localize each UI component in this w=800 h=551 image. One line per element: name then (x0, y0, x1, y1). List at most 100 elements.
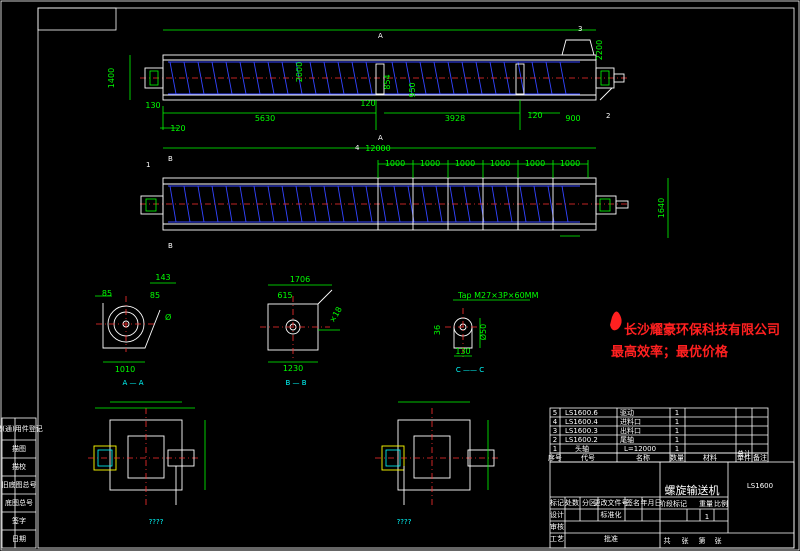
side-view: 12000 1000 1000 1000 1000 1000 1000 1640… (140, 144, 669, 250)
parts-row-no: 2 (553, 436, 557, 444)
tb-label-weight: 重量 (699, 500, 713, 508)
tb-label-process: 工艺 (550, 535, 564, 543)
left-strip-label-3: 描校 (12, 462, 26, 471)
dim-1000-5: 1000 (525, 159, 545, 168)
section-c-label: C —— C (456, 366, 484, 374)
tb-label-zone: 分区 (582, 498, 596, 507)
parts-row-name: 进料口 (620, 417, 641, 426)
dim-dia-a: Ø (165, 312, 171, 322)
parts-row-qty: 1 (675, 445, 679, 453)
callout-3: 3 (578, 25, 582, 33)
parts-row-code: 头轴 (575, 444, 589, 453)
dim-1000-3: 1000 (455, 159, 475, 168)
bottom-left-label: ???? (149, 518, 164, 526)
dim-120-c: 120 (527, 111, 542, 120)
tb-label-change-doc: 更改文件号 (594, 498, 629, 507)
dim-130-c: 130 (455, 347, 470, 356)
dim-5630: 5630 (255, 114, 275, 123)
parts-row-name: 出料口 (620, 426, 641, 435)
callout-4: 4 (355, 144, 360, 152)
dim-130: 130 (145, 101, 160, 110)
company-slogan: 最高效率；最优价格 (611, 344, 729, 360)
parts-row: 4 LS1600.4 进料口 1 (553, 417, 679, 426)
header-no: 序号 (548, 453, 562, 462)
dim-1230: 1230 (283, 364, 303, 373)
dim-1010: 1010 (115, 365, 135, 374)
dim-x18: ×18 (328, 305, 344, 324)
header-total: 总计 (737, 449, 751, 458)
dim-dia-50: Ø50 (478, 324, 488, 340)
header-name: 名称 (636, 453, 650, 462)
header-weight: 单件 (737, 453, 751, 462)
left-strip-label-2: 描图 (12, 444, 26, 453)
dim-854: 854 (383, 74, 392, 89)
parts-row-no: 5 (553, 409, 557, 417)
dim-2000: 2000 (295, 62, 304, 82)
parts-row-qty: 1 (675, 436, 679, 444)
tb-label-date: 年月日 (641, 498, 662, 507)
parts-row: 5 LS1600.6 驱动 1 (553, 408, 679, 417)
parts-row: 2 LS1600.2 尾轴 1 (553, 435, 679, 444)
parts-row-code: LS1600.2 (565, 436, 598, 444)
tb-label-approve: 批准 (604, 534, 618, 543)
parts-row: 3 LS1600.3 出料口 1 (553, 426, 679, 435)
section-a-a: 143 85 85 1010 Ø A — A (95, 273, 176, 387)
tb-label-design: 设计 (550, 510, 564, 519)
tb-label-scale: 比例 (714, 499, 728, 508)
left-strip-label-5: 底图总号 (5, 498, 33, 507)
parts-row-no: 3 (553, 427, 557, 435)
dim-950: 950 (408, 82, 417, 97)
company-logo-icon (610, 311, 622, 331)
dim-1400: 1400 (107, 68, 116, 88)
drawing-title: 螺旋输送机 (665, 483, 720, 497)
section-b-marker-top: B (168, 155, 173, 163)
tb-scale-value: 1 (705, 513, 709, 521)
dim-143: 143 (155, 273, 170, 282)
bottom-view-left: ???? (88, 401, 206, 526)
bottom-view-right: ???? (375, 401, 500, 526)
dim-615: 615 (277, 291, 292, 300)
dim-1000-1: 1000 (385, 159, 405, 168)
tb-label-stage: 阶段标记 (659, 499, 687, 508)
dim-3928: 3928 (445, 114, 465, 123)
header-code: 代号 (581, 453, 595, 462)
dim-1000-2: 1000 (420, 159, 440, 168)
tb-label-sign: 签名 (626, 498, 640, 507)
section-b-b: 1706 615 ×18 1230 B — B (260, 275, 344, 387)
dim-85-a: 85 (102, 289, 112, 298)
left-strip: 借(通)用件登记 描图 描校 旧底图总号 底图总号 签字 日期 (0, 417, 43, 549)
tb-label-sheets-2: 张 (715, 536, 722, 545)
dim-2200: 2200 (595, 40, 604, 60)
left-strip-label-1: 借(通)用件登记 (0, 424, 43, 433)
tb-label-mark: 标记 (550, 498, 564, 507)
header-qty: 数量 (670, 453, 684, 462)
dim-1706: 1706 (290, 275, 310, 284)
callout-1: 1 (146, 161, 150, 169)
parts-row-name: 尾轴 (620, 435, 634, 444)
parts-row-name: L=12000 (624, 445, 656, 453)
parts-row-qty: 1 (675, 409, 679, 417)
dim-120-a: 120 (170, 124, 185, 133)
parts-row-no: 4 (553, 418, 558, 426)
tb-label-sheets: 张 (682, 536, 689, 545)
dim-85-b: 85 (150, 291, 160, 300)
left-strip-label-6: 签字 (12, 516, 26, 525)
section-a-marker-bottom: A (378, 134, 383, 142)
tb-label-standard: 标准化 (601, 510, 622, 519)
callout-2: 2 (606, 112, 610, 120)
dim-1000-4: 1000 (490, 159, 510, 168)
header-material: 材料 (703, 453, 717, 462)
title-block: 螺旋输送机 LS1600 标记 处数 分区 更改文件号 签名 年月日 设计 标准… (549, 461, 795, 549)
section-c-c: Tap M27×3P×60MM 36 Ø50 130 C —— C (433, 291, 539, 374)
left-strip-label-7: 日期 (12, 535, 26, 543)
left-strip-label-4: 旧底图总号 (2, 480, 37, 489)
section-b-marker-bottom: B (168, 242, 173, 250)
company-stamp: 长沙耀豪环保科技有限公司 最高效率；最优价格 (610, 311, 780, 360)
section-a-marker-top: A (378, 32, 383, 40)
tb-label-sheet-no: 第 (699, 536, 706, 545)
dim-12000: 12000 (365, 144, 390, 153)
dim-120-b: 120 (360, 99, 375, 108)
parts-row-no: 1 (553, 445, 557, 453)
